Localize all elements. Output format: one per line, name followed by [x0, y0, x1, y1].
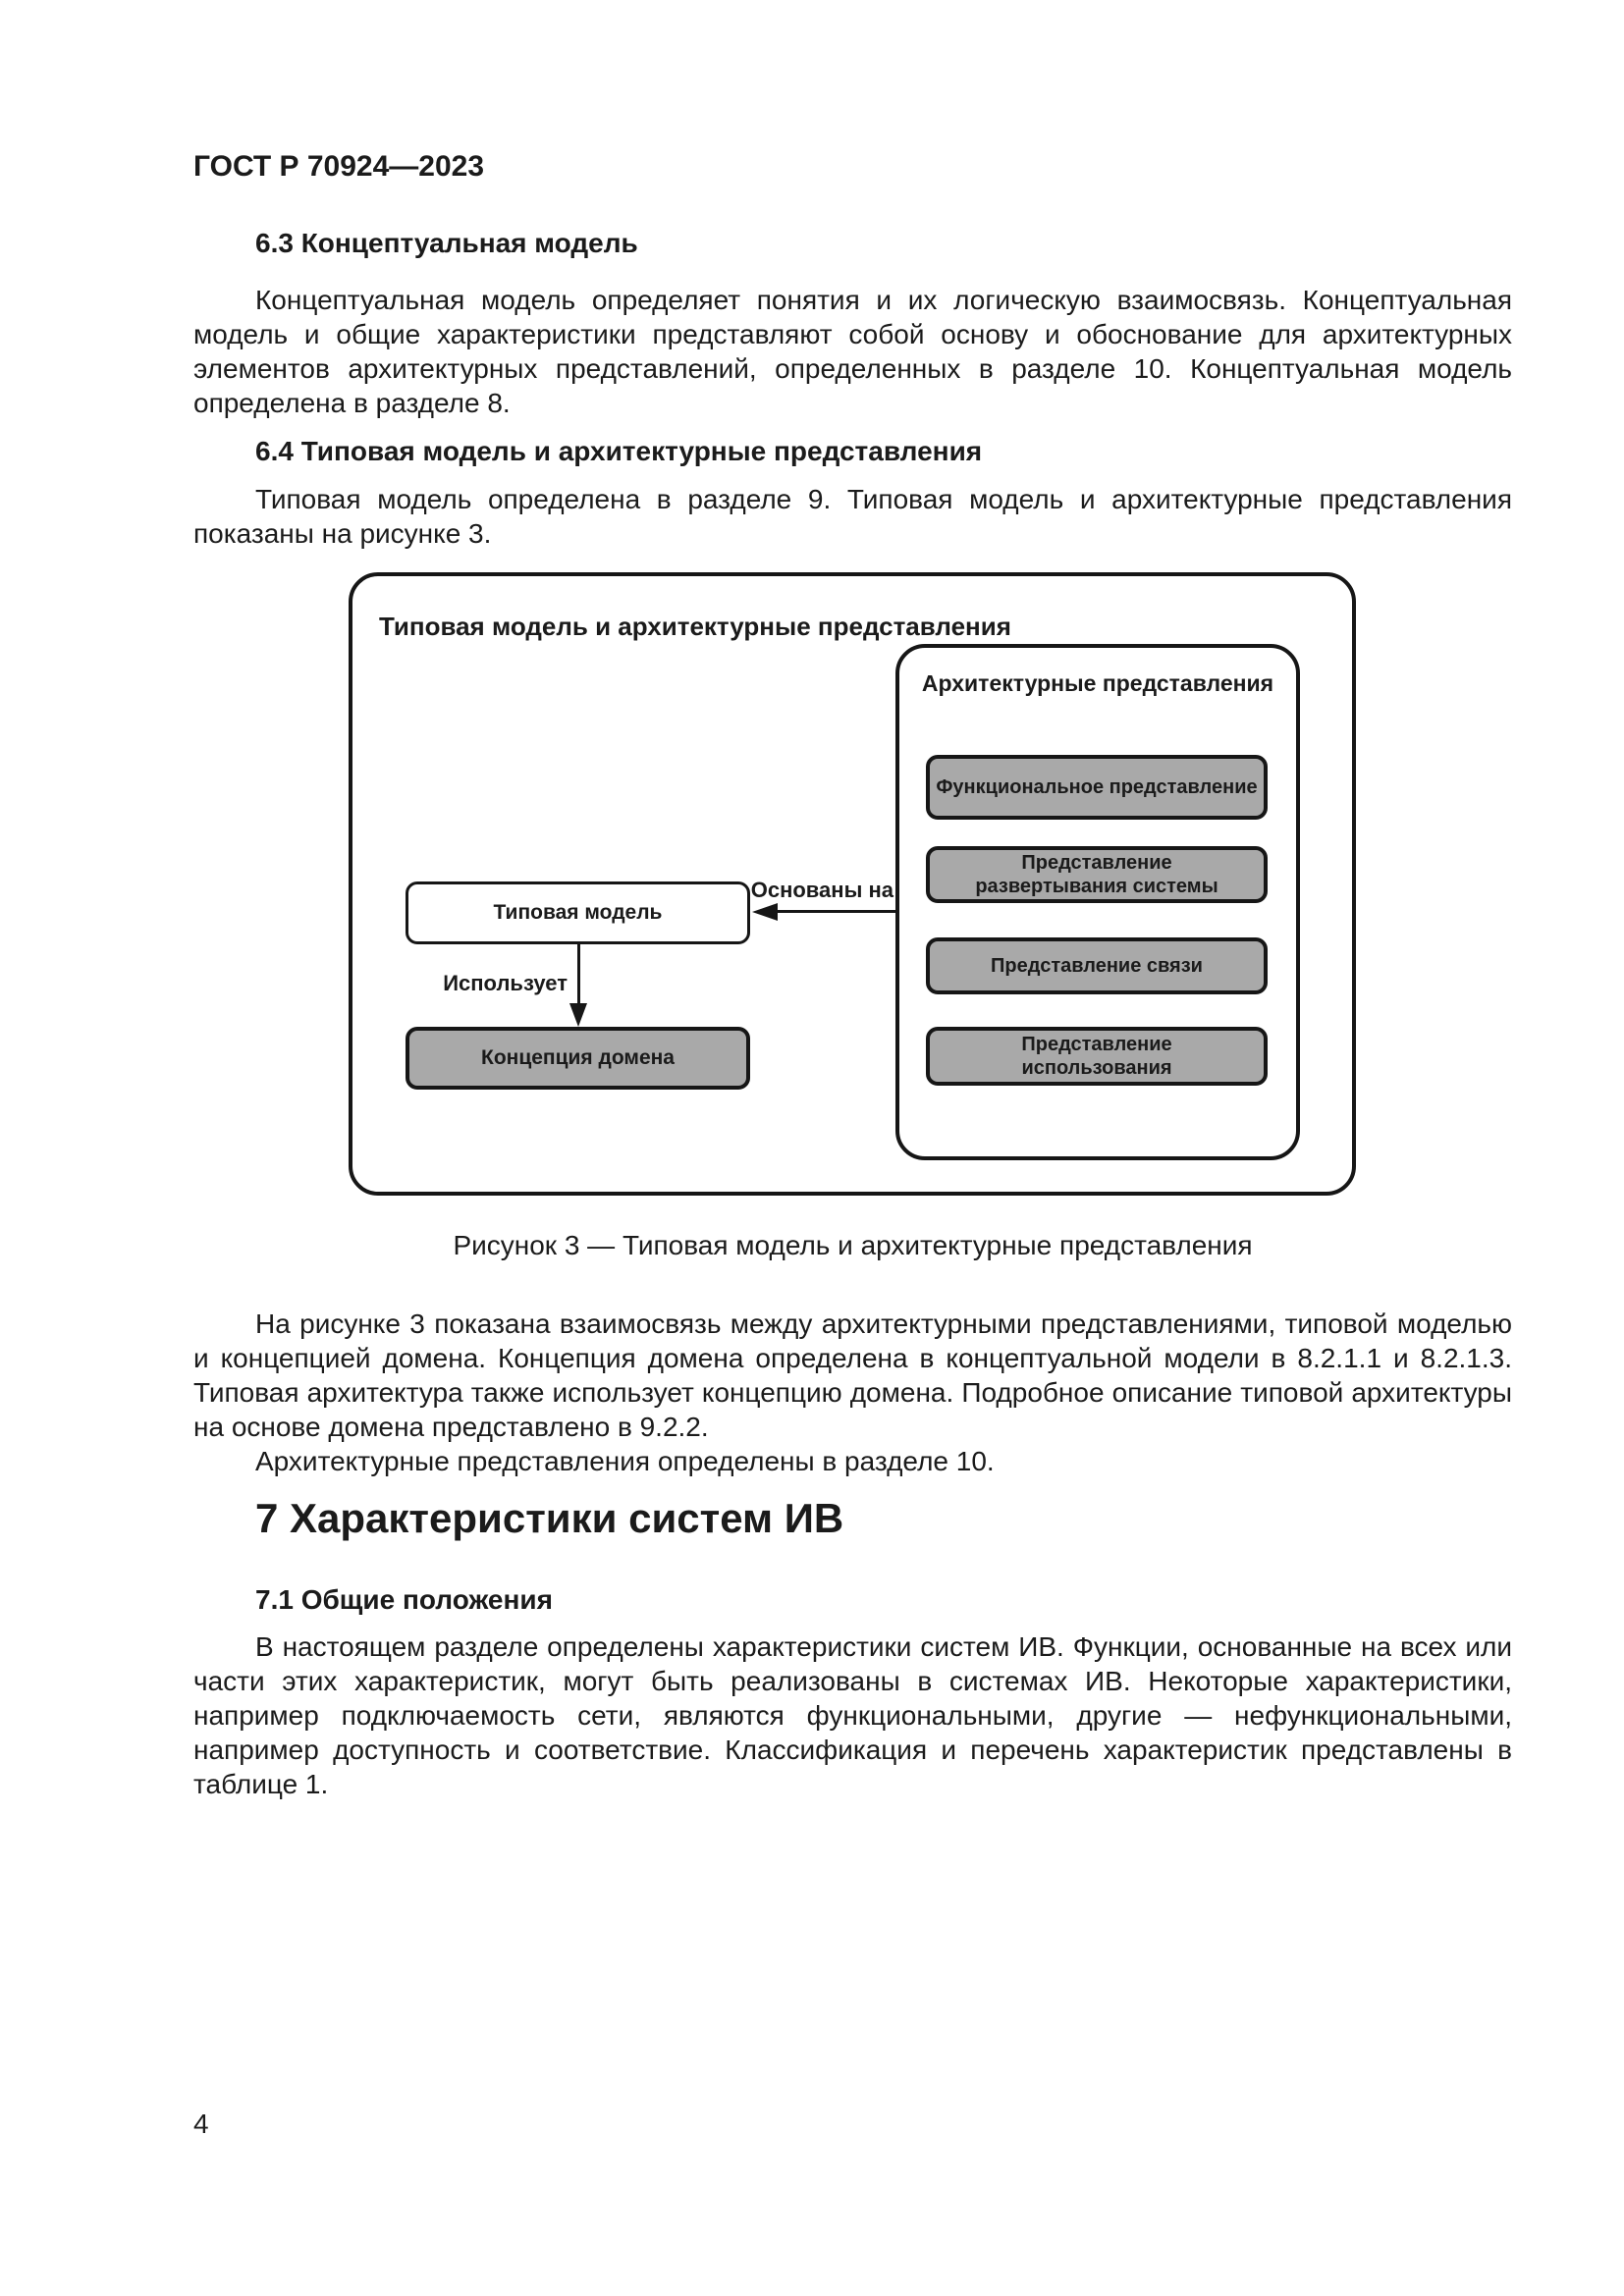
uses-arrow-label: Использует — [443, 971, 568, 995]
domain-concept-box: Концепция домена — [406, 1027, 750, 1090]
paragraph-after-figure: На рисунке 3 показана взаимосвязь между … — [193, 1308, 1512, 1442]
heading-6-3: 6.3 Концептуальная модель — [255, 228, 638, 258]
paragraph-6-3: Концептуальная модель определяет понятия… — [193, 285, 1512, 418]
typical-model-box: Типовая модель — [406, 881, 750, 944]
functional-view-label: Функциональное представление — [936, 776, 1258, 798]
heading-6-4: 6.4 Типовая модель и архитектурные предс… — [255, 436, 983, 466]
domain-concept-label: Концепция домена — [481, 1046, 675, 1069]
based-on-arrow-line — [778, 910, 895, 913]
figure-3-diagram: Типовая модель и архитектурные представл… — [0, 572, 1624, 1196]
paragraph-6-4: Типовая модель определена в разделе 9. Т… — [193, 484, 1512, 549]
based-on-arrow-label: Основаны на — [750, 878, 893, 902]
heading-7-1: 7.1 Общие положения — [255, 1584, 553, 1615]
arrow-left-icon — [752, 903, 778, 921]
usage-view-label: Представление — [1021, 1034, 1172, 1055]
functional-view-box: Функциональное представление — [926, 755, 1268, 820]
usage-view-box: Представление использования — [926, 1027, 1268, 1086]
usage-view-label-line2: использования — [1021, 1057, 1172, 1079]
figure-frame-title: Типовая модель и архитектурные представл… — [379, 612, 1011, 641]
communication-view-label: Представление связи — [991, 955, 1203, 977]
architecture-views-group-title: Архитектурные представления — [921, 670, 1274, 696]
running-header: ГОСТ Р 70924—2023 — [193, 150, 485, 183]
paragraph-views-defined: Архитектурные представления определены в… — [255, 1446, 995, 1476]
heading-7: 7 Характеристики систем ИВ — [255, 1495, 844, 1541]
communication-view-box: Представление связи — [926, 937, 1268, 994]
deployment-view-box: Представление развертывания системы — [926, 846, 1268, 903]
page-number: 4 — [193, 2109, 209, 2139]
deployment-view-label-line2: развертывания системы — [975, 876, 1218, 897]
deployment-view-label: Представление — [1021, 852, 1172, 874]
paragraph-7-1: В настоящем разделе определены характери… — [193, 1631, 1512, 1799]
figure-caption: Рисунок 3 — Типовая модель и архитектурн… — [453, 1230, 1253, 1260]
typical-model-label: Типовая модель — [493, 901, 663, 924]
arrow-down-icon — [569, 1003, 587, 1027]
uses-arrow-line — [577, 944, 580, 1004]
